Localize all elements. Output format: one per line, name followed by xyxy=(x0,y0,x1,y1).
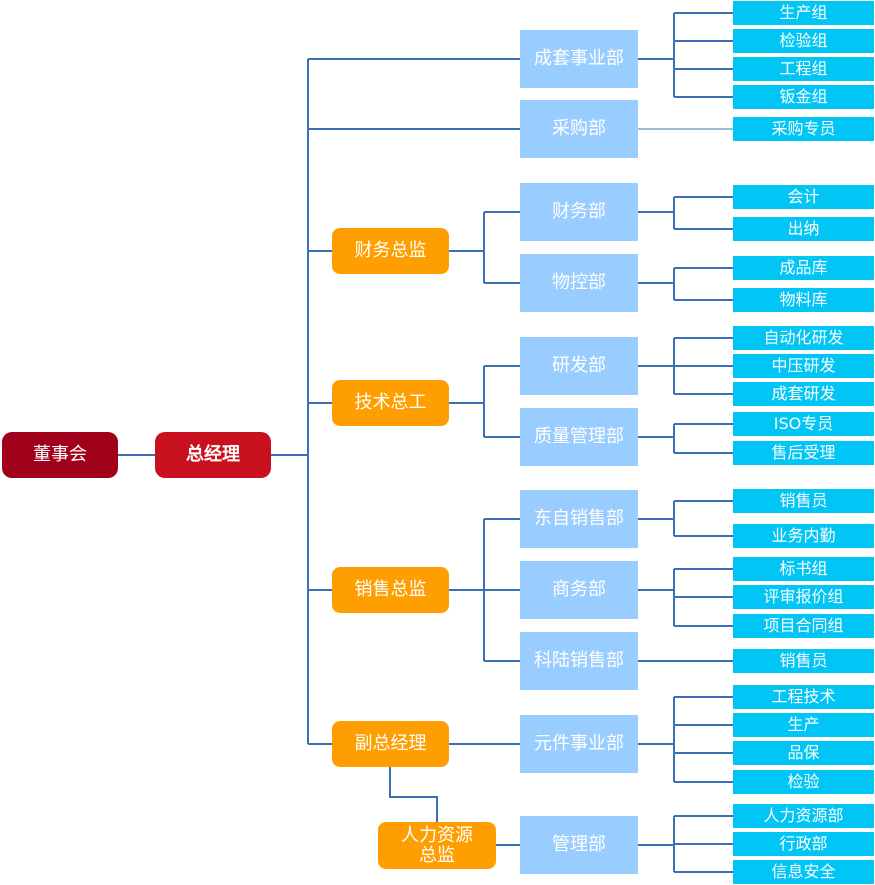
team-salesperson-kelu: 销售员 xyxy=(733,649,874,673)
team-accounting: 会计 xyxy=(733,185,874,209)
team-after-sales: 售后受理 xyxy=(733,441,874,465)
team-engineering-group: 工程组 xyxy=(733,57,874,81)
hr-director-line2: 总监 xyxy=(419,844,455,866)
quality-dept-node: 质量管理部 xyxy=(520,408,638,466)
purchasing-dept-node: 采购部 xyxy=(520,100,638,158)
finance-director-node: 财务总监 xyxy=(332,228,449,274)
general-manager-node: 总经理 xyxy=(155,432,271,478)
team-tender-group: 标书组 xyxy=(733,557,874,581)
team-complete-set-rnd: 成套研发 xyxy=(733,382,874,406)
team-info-security: 信息安全 xyxy=(733,860,874,884)
team-production: 生产 xyxy=(733,713,874,737)
board-node: 董事会 xyxy=(2,432,118,478)
material-control-dept-node: 物控部 xyxy=(520,254,638,312)
team-iso-specialist: ISO专员 xyxy=(733,412,874,436)
team-sheet-metal-group: 钣金组 xyxy=(733,85,874,109)
team-production-group: 生产组 xyxy=(733,1,874,25)
team-salesperson-dongzi: 销售员 xyxy=(733,489,874,513)
deputy-gm-node: 副总经理 xyxy=(332,721,449,767)
team-cashier: 出纳 xyxy=(733,217,874,241)
team-inspection-group: 检验组 xyxy=(733,29,874,53)
hr-director-line1: 人力资源 xyxy=(401,824,473,846)
team-materials-store: 物料库 xyxy=(733,288,874,312)
components-dept-node: 元件事业部 xyxy=(520,715,638,773)
team-inspection: 检验 xyxy=(733,770,874,794)
team-automation-rnd: 自动化研发 xyxy=(733,326,874,350)
team-engineering-tech: 工程技术 xyxy=(733,685,874,709)
team-contract-group: 项目合同组 xyxy=(733,614,874,638)
team-hr-dept: 人力资源部 xyxy=(733,804,874,828)
sales-director-node: 销售总监 xyxy=(332,567,449,613)
team-admin-dept: 行政部 xyxy=(733,832,874,856)
business-dept-node: 商务部 xyxy=(520,561,638,619)
tech-director-node: 技术总工 xyxy=(332,380,449,426)
hr-director-node: 人力资源 总监 xyxy=(378,822,496,869)
team-sales-support: 业务内勤 xyxy=(733,524,874,548)
complete-set-dept-node: 成套事业部 xyxy=(520,30,638,88)
finance-dept-node: 财务部 xyxy=(520,183,638,241)
team-quality-assurance: 品保 xyxy=(733,741,874,765)
team-finished-goods-store: 成品库 xyxy=(733,256,874,280)
team-medium-voltage-rnd: 中压研发 xyxy=(733,354,874,378)
kelu-sales-dept-node: 科陆销售部 xyxy=(520,632,638,690)
team-review-quote-group: 评审报价组 xyxy=(733,585,874,609)
management-dept-node: 管理部 xyxy=(520,816,638,874)
team-purchasing-specialist: 采购专员 xyxy=(733,117,874,141)
dongzi-sales-dept-node: 东自销售部 xyxy=(520,490,638,548)
rnd-dept-node: 研发部 xyxy=(520,337,638,395)
